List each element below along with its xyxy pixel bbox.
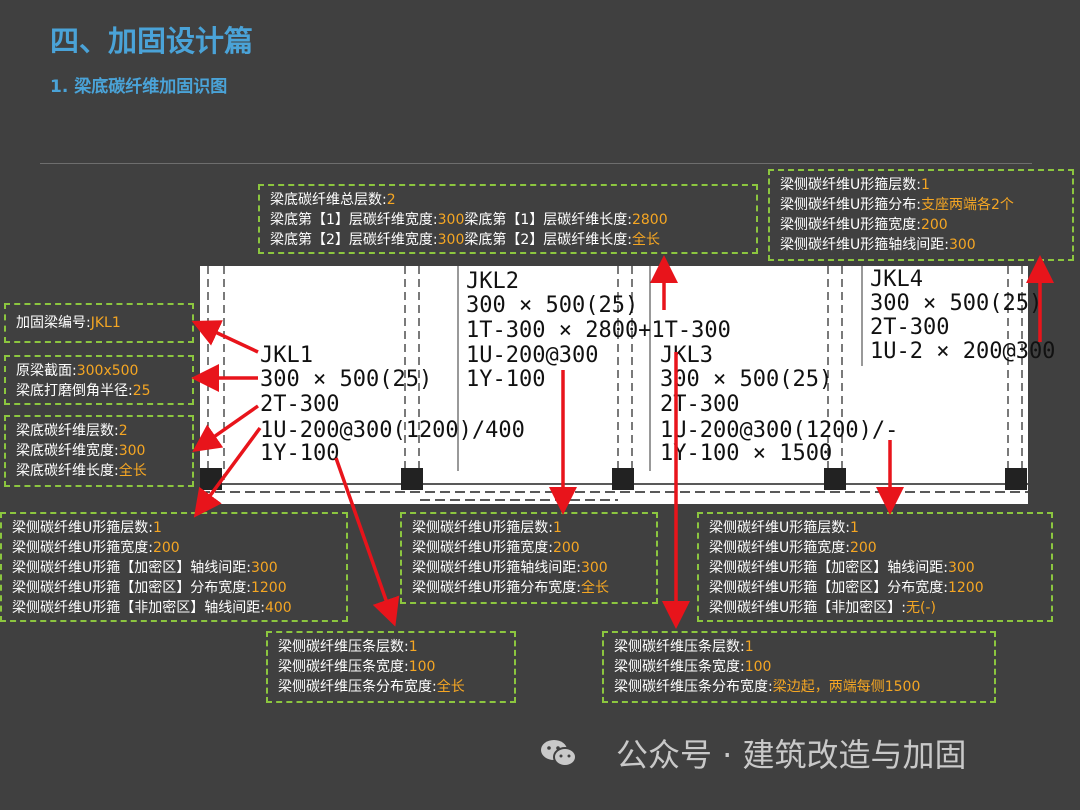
callout-jkl2-u-hoop: 梁侧碳纤维U形箍层数:1 梁侧碳纤维U形箍宽度:200 梁侧碳纤维U形箍轴线间距…	[400, 512, 658, 604]
jkl2-line-1: JKL2	[466, 269, 519, 294]
page-subtitle: 1. 梁底碳纤维加固识图	[50, 77, 228, 97]
callout-jkl3-press-strip: 梁侧碳纤维压条层数:1 梁侧碳纤维压条宽度:100 梁侧碳纤维压条分布宽度:梁边…	[602, 631, 996, 703]
callout-bottom-cf: 梁底碳纤维层数:2 梁底碳纤维宽度:300 梁底碳纤维长度:全长	[4, 415, 194, 487]
beam-drawing: JKL1 300 × 500(25) 2T-300 1U-200@300(120…	[200, 266, 1055, 504]
beam-drawing-svg: JKL1 300 × 500(25) 2T-300 1U-200@300(120…	[200, 266, 1055, 501]
jkl4-line-1: JKL4	[870, 267, 923, 292]
callout-section: 原梁截面:300x500 梁底打磨倒角半径:25	[4, 355, 194, 405]
jkl4-line-3: 2T-300	[870, 315, 949, 340]
jkl4-line-4: 1U-2 × 200@300	[870, 339, 1055, 364]
wechat-icon	[541, 740, 577, 767]
jkl3-line-4: 1U-200@300(1200)/-	[660, 418, 898, 443]
jkl1-line-4: 1U-200@300(1200)/400	[260, 418, 525, 443]
jkl2-line-5: 1Y-100	[466, 367, 545, 392]
watermark: 公众号 · 建筑改造与加固	[540, 730, 967, 776]
jkl2-line-3: 1T-300 × 2800+1T-300	[466, 318, 731, 343]
callout-jkl3-u-hoop: 梁侧碳纤维U形箍层数:1 梁侧碳纤维U形箍宽度:200 梁侧碳纤维U形箍【加密区…	[697, 512, 1053, 622]
divider	[40, 163, 1032, 164]
callout-beam-id: 加固梁编号:JKL1	[4, 303, 194, 343]
jkl2-line-4: 1U-200@300	[466, 343, 598, 368]
page-title: 四、加固设计篇	[50, 24, 254, 58]
jkl1-line-5: 1Y-100	[260, 441, 339, 466]
callout-bottom-layers-total: 梁底碳纤维总层数:2 梁底第【1】层碳纤维宽度:300梁底第【1】层碳纤维长度:…	[258, 184, 758, 254]
jkl3-line-5: 1Y-100 × 1500	[660, 441, 832, 466]
jkl2-line-2: 300 × 500(25)	[466, 293, 638, 318]
jkl3-line-3: 2T-300	[660, 392, 739, 417]
callout-jkl1-u-hoop: 梁侧碳纤维U形箍层数:1 梁侧碳纤维U形箍宽度:200 梁侧碳纤维U形箍【加密区…	[0, 512, 348, 622]
watermark-text: 公众号 · 建筑改造与加固	[616, 736, 967, 774]
jkl1-line-1: JKL1	[260, 343, 313, 368]
callout-jkl1-press-strip: 梁侧碳纤维压条层数:1 梁侧碳纤维压条宽度:100 梁侧碳纤维压条分布宽度:全长	[266, 631, 516, 703]
jkl4-line-2: 300 × 500(25)	[870, 291, 1042, 316]
jkl3-line-1: JKL3	[660, 343, 713, 368]
jkl1-line-3: 2T-300	[260, 392, 339, 417]
jkl1-line-2: 300 × 500(25)	[260, 367, 432, 392]
jkl3-line-2: 300 × 500(25)	[660, 367, 832, 392]
callout-jkl4-u-hoop: 梁侧碳纤维U形箍层数:1 梁侧碳纤维U形箍分布:支座两端各2个 梁侧碳纤维U形箍…	[768, 169, 1074, 261]
